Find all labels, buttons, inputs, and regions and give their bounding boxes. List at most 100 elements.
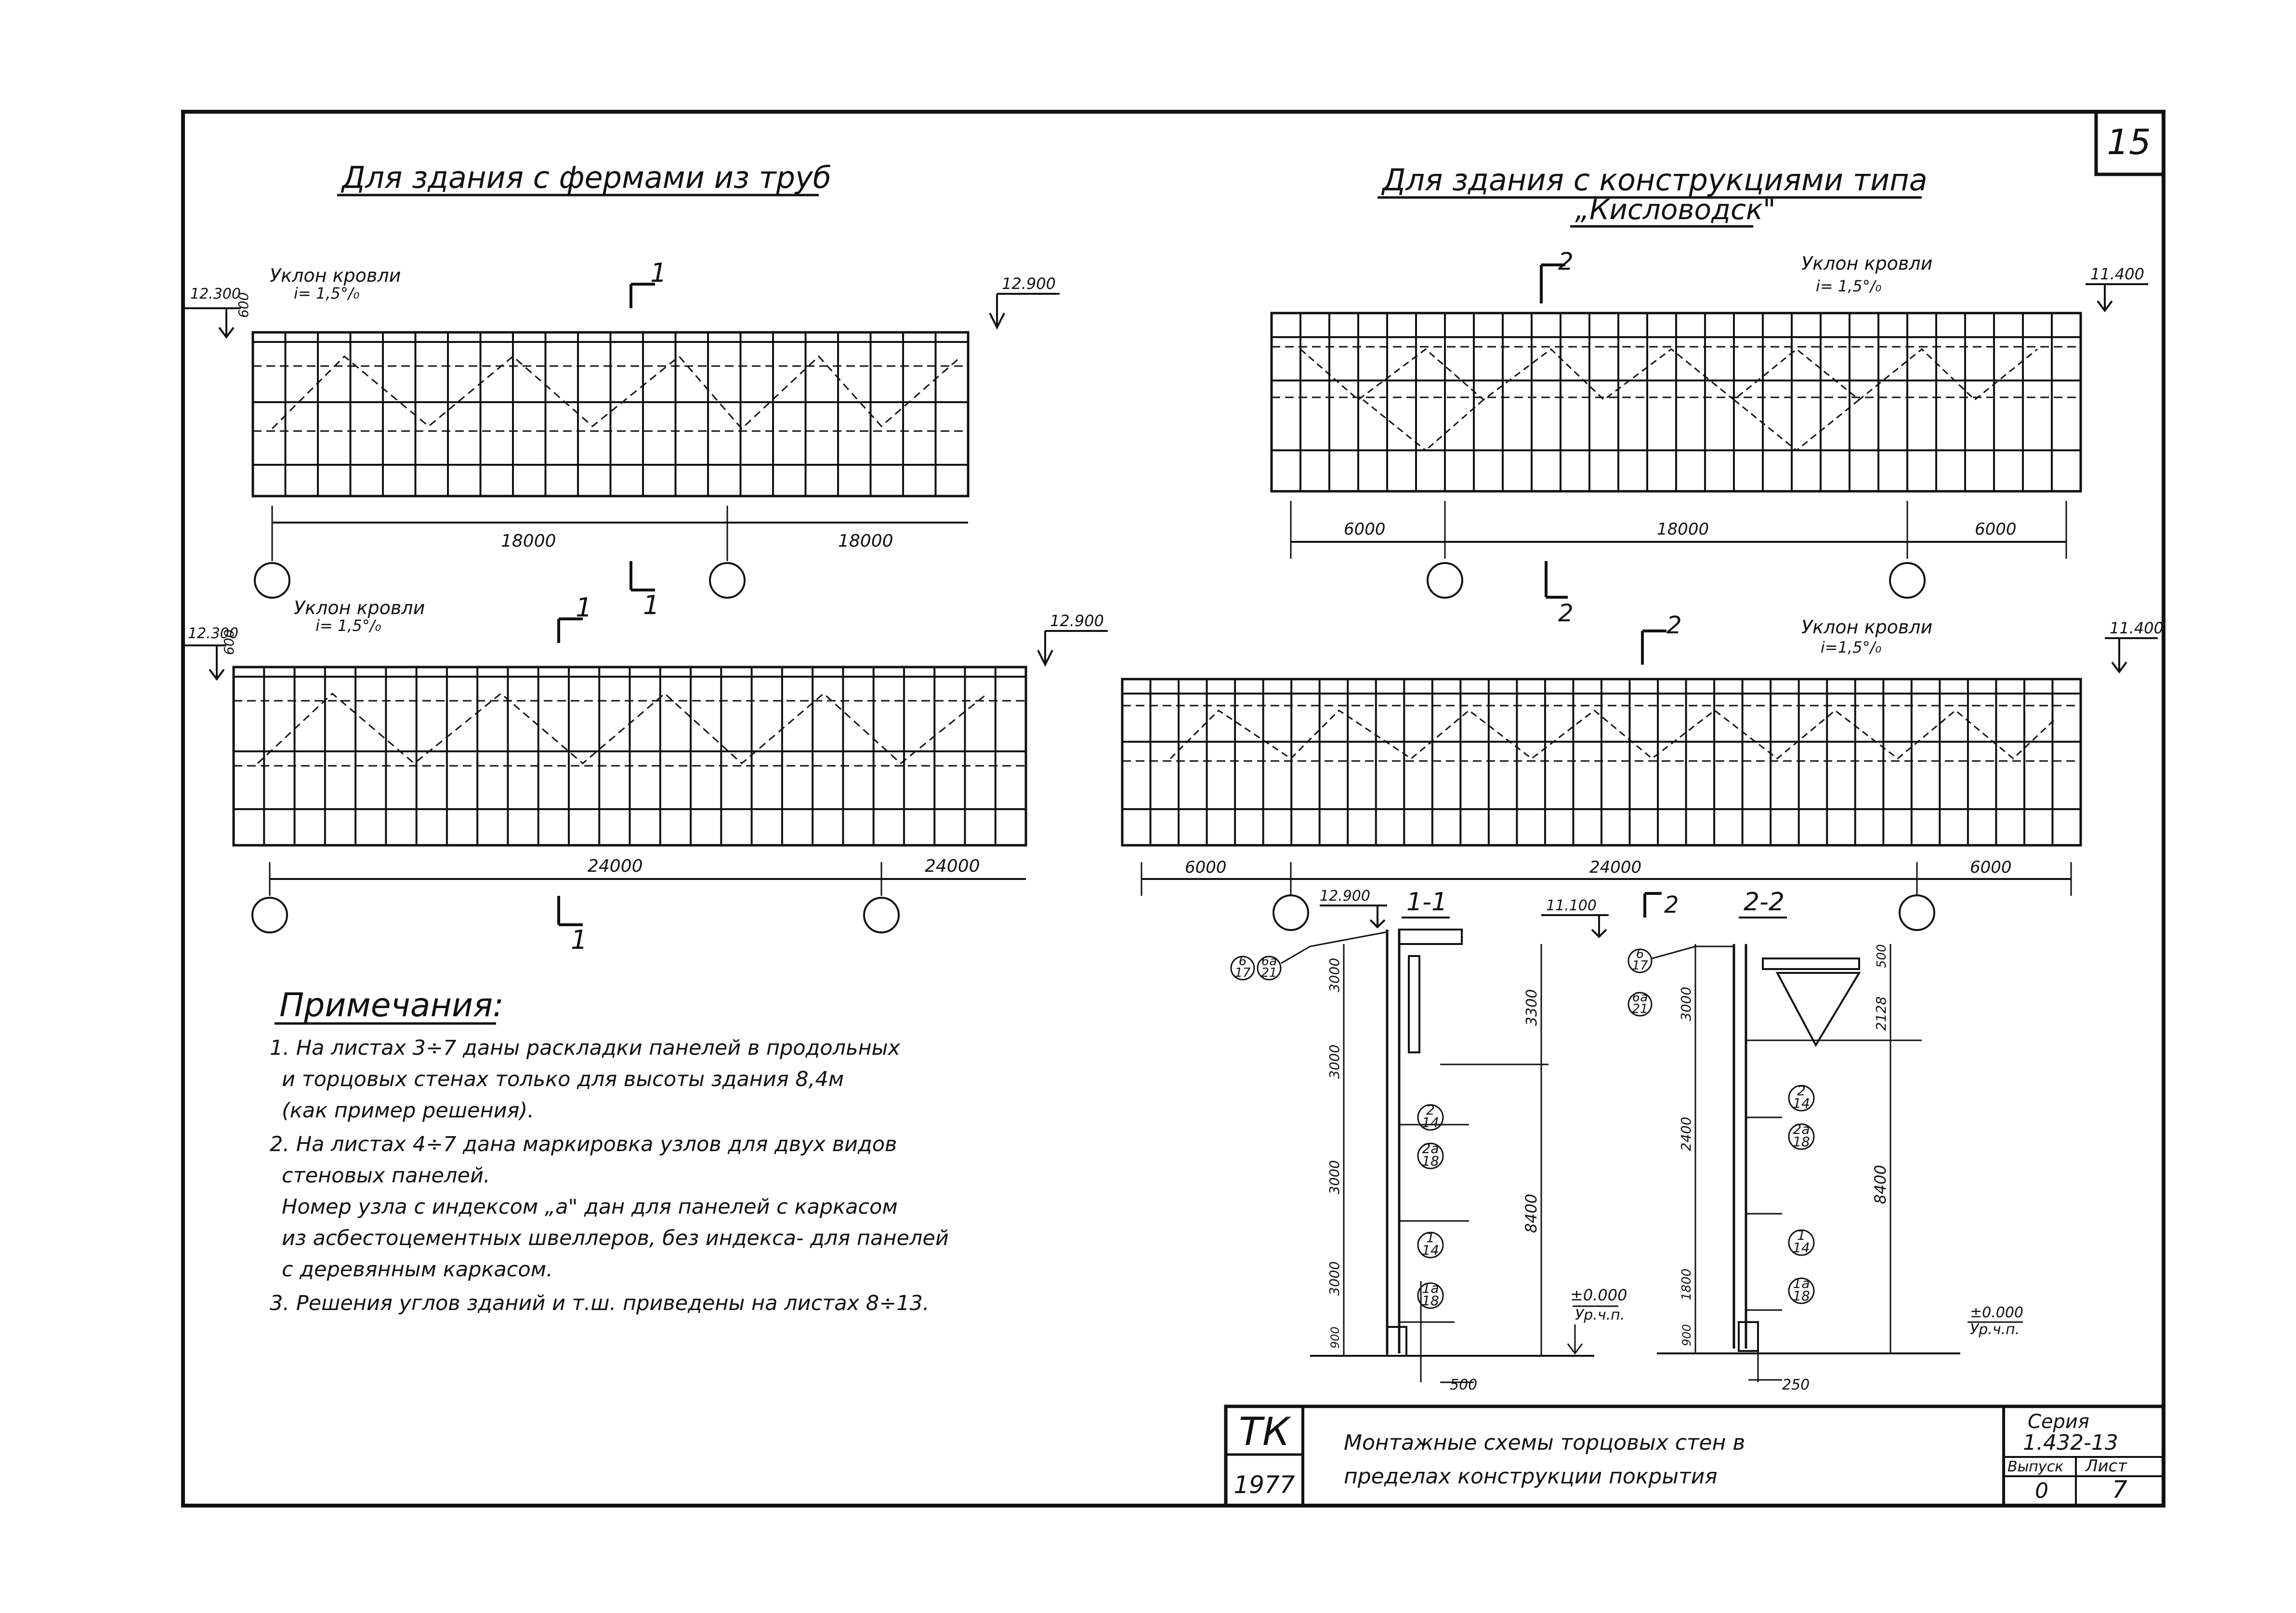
mark-left: 12.300 [190, 286, 241, 302]
issue-value: 0 [2035, 1479, 2048, 1503]
issue-label: Выпуск [2007, 1458, 2063, 1475]
mark-right: 11.400 [2110, 619, 2164, 637]
top-mark: 12.900 [1320, 888, 1370, 905]
h1: 3000 [1326, 958, 1342, 992]
note-line-4: 2. На листах 4÷7 дана маркировка узлов д… [270, 1132, 897, 1156]
right-title-2: „Кисловодск" [1575, 193, 1776, 226]
note-line-2: и торцовых стенах только для высоты здан… [282, 1067, 844, 1091]
section-2-top: 2 [1558, 248, 1574, 275]
node-bot: 18 [1793, 1134, 1810, 1150]
mark-left: 12.300 [188, 625, 238, 642]
node-top: 2а [1422, 1141, 1439, 1156]
cut-mark: 2 [1664, 892, 1679, 918]
stamp-org: ТК [1239, 1409, 1291, 1454]
note-line-7: из асбестоцементных швеллеров, без индек… [282, 1226, 949, 1250]
node-bot: 14 [1793, 1240, 1810, 1256]
span-3: 6000 [1975, 520, 2017, 539]
note-line-9: 3. Решения углов зданий и т.ш. приведены… [270, 1291, 930, 1315]
node-bot: 14 [1422, 1242, 1439, 1258]
span-2: 24000 [925, 856, 980, 876]
stamp-year: 1977 [1233, 1471, 1295, 1499]
span-2: 18000 [1657, 520, 1709, 539]
sheet-number: 15 [2107, 122, 2151, 162]
right-top-elevation: Для здания с конструкциями типа „Кислово… [1270, 162, 2148, 627]
note-line-6: Номер узла с индексом „а" дан для панеле… [282, 1195, 898, 1219]
h5: 500 [1875, 944, 1889, 968]
h6: 3300 [1523, 989, 1540, 1026]
section-title: 1-1 [1406, 888, 1447, 917]
section-2-bottom: 2 [1558, 599, 1574, 627]
span-2: 24000 [1589, 858, 1641, 877]
note-line-5: стеновых панелей. [282, 1164, 490, 1188]
h7: 8400 [1871, 1165, 1889, 1204]
h2: 2400 [1678, 1117, 1694, 1151]
left-title: Для здания с фермами из труб [341, 160, 831, 195]
slope-value: i= 1,5°/₀ [1816, 277, 1882, 295]
slope-value: i= 1,5°/₀ [294, 284, 360, 302]
node-bot: 18 [1793, 1288, 1810, 1304]
h4: 3000 [1326, 1261, 1342, 1296]
node-top: 6а [1632, 990, 1648, 1005]
dim-small: 600 [236, 292, 251, 318]
note-line-8: с деревянным каркасом. [282, 1258, 553, 1282]
floor-mark: ±0.000 [1570, 1286, 1627, 1304]
stamp-title-2: пределах конструкции покрытия [1344, 1464, 1718, 1489]
sheet-frame [181, 110, 2165, 1508]
mark-right: 12.900 [1002, 275, 1056, 293]
h1: 3000 [1678, 987, 1694, 1021]
node-top: 2 [1797, 1083, 1806, 1099]
node-top: 1 [1426, 1230, 1435, 1246]
section-1-1: 1-1 12.900 3000 3000 3000 3000 900 3300 … [1230, 888, 1627, 1393]
floor-label: Ур.ч.п. [1575, 1307, 1625, 1324]
node-top: 1а [1422, 1280, 1439, 1296]
h3: 3000 [1326, 1160, 1342, 1194]
right-bottom-elevation: 2 Уклон кровли i=1,5°/₀ 11.400 6000 2400… [1121, 611, 2164, 931]
floor-label: Ур.ч.п. [1970, 1321, 2020, 1338]
title-block: ТК 1977 Монтажные схемы торцовых стен в … [1224, 1404, 2165, 1508]
node-bot: 18 [1422, 1293, 1439, 1309]
series-label: Серия [2028, 1411, 2089, 1433]
slope-label: Уклон кровли [270, 265, 401, 286]
node-top: 2 [1426, 1102, 1435, 1118]
bottom-dim: 500 [1450, 1377, 1477, 1393]
node-bot: 21 [1632, 1002, 1648, 1016]
node-top: 1а [1793, 1275, 1810, 1291]
series-value: 1.432-13 [2023, 1430, 2118, 1455]
node-bot: 14 [1422, 1115, 1439, 1130]
left-bottom-elevation: Уклон кровли i= 1,5°/₀ 12.300 600 12.900… [183, 592, 1108, 955]
node-bot: 14 [1793, 1095, 1810, 1111]
slope-label: Уклон кровли [1801, 616, 1932, 638]
span-1: 18000 [501, 531, 556, 551]
node-bot: 18 [1422, 1153, 1439, 1169]
sheet-number-box [2094, 110, 2165, 176]
stamp-title-1: Монтажные схемы торцовых стен в [1344, 1430, 1745, 1455]
node-top: 6 [1636, 947, 1644, 961]
section-title: 2-2 [1744, 888, 1784, 917]
notes-title: Примечания: [279, 986, 504, 1024]
node-top: 2а [1793, 1121, 1810, 1137]
node-top: 1 [1797, 1227, 1806, 1243]
h7: 8400 [1522, 1194, 1540, 1233]
notes: Примечания: 1. На листах 3÷7 даны раскла… [270, 986, 949, 1315]
top-mark: 11.100 [1546, 897, 1597, 914]
left-top-elevation: Для здания с фермами из труб Уклон кровл… [183, 160, 1060, 620]
section-1-top: 1 [650, 258, 667, 288]
node-bot: 17 [1234, 966, 1251, 980]
sheet-label: Лист [2085, 1456, 2127, 1476]
section-2-2: 2-2 11.100 2 3000 2400 1800 900 500 2128… [1541, 888, 2023, 1393]
h5: 900 [1328, 1326, 1342, 1349]
note-line-1: 1. На листах 3÷7 даны раскладки панелей … [270, 1036, 901, 1060]
node-top: 6 [1239, 954, 1247, 969]
span-1: 6000 [1185, 858, 1227, 877]
section-1-bottom: 1 [643, 590, 659, 620]
section-1-top: 1 [576, 592, 592, 623]
floor-mark: ±0.000 [1970, 1304, 2023, 1321]
slope-label: Уклон кровли [294, 597, 425, 618]
mark-right: 11.400 [2090, 265, 2144, 283]
span-1: 24000 [588, 856, 643, 876]
section-2-top: 2 [1666, 611, 1682, 639]
node-bot: 21 [1261, 966, 1277, 980]
node-bot: 17 [1632, 958, 1648, 973]
span-3: 6000 [1970, 858, 2012, 877]
